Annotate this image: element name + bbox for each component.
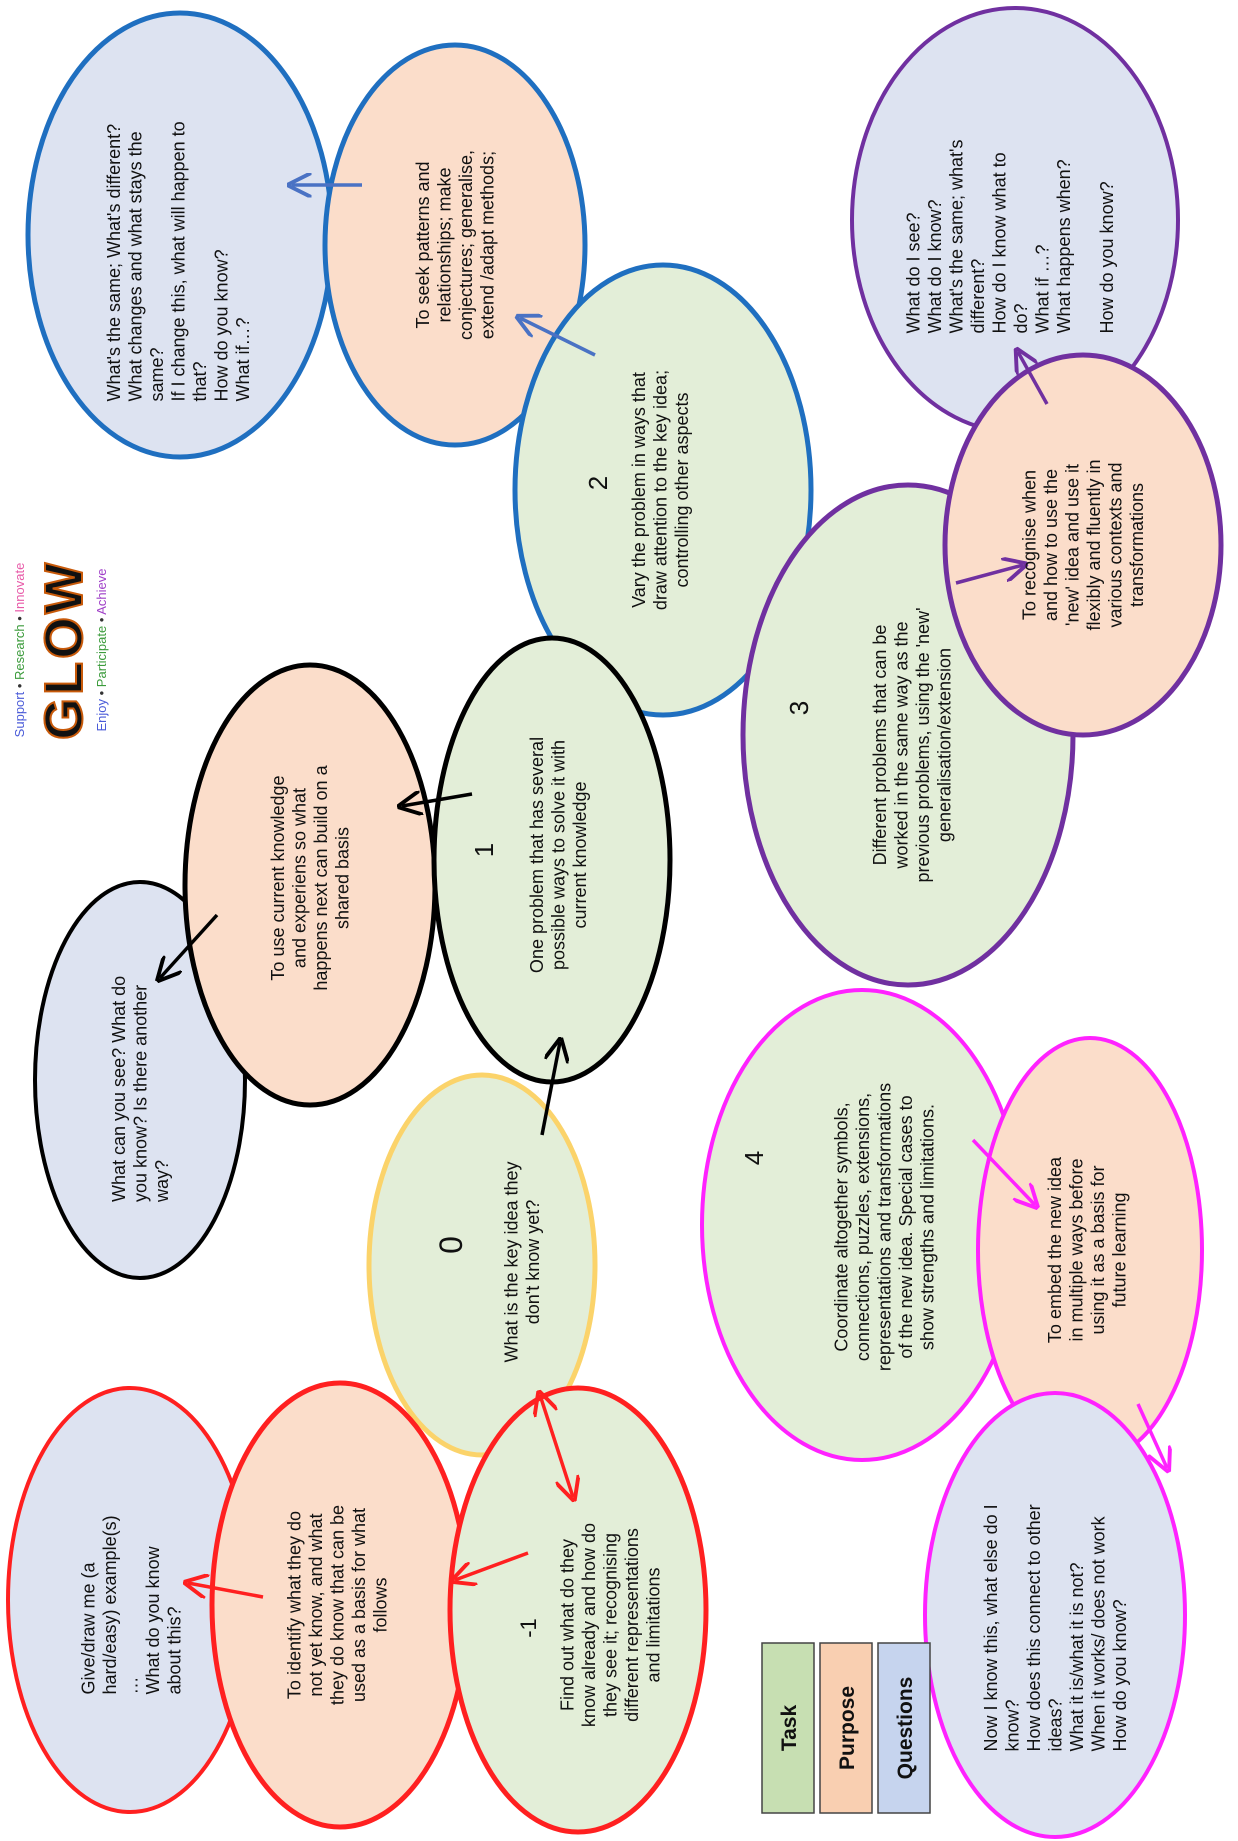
logo-wordmark: GLOW [34, 560, 94, 740]
arrow-stage4-task-to-purpose [971, 1138, 1035, 1205]
stage-four-purpose-label: To embed the new ideain multiple ways be… [1045, 1156, 1130, 1343]
stage-two-task-label: Vary the problem in ways thatdraw attent… [629, 370, 692, 610]
stage-minus1-questions-text: Give/draw me (ahard/easy) example(s)…Wha… [78, 1515, 184, 1694]
glow-logo: Support • Research • Innovate GLOW Enjoy… [12, 559, 109, 741]
stage-three-questions-label: What do I see?What do I know?What's the … [904, 140, 1118, 334]
stage-four-questions-text: Now I know this, what else do Iknow?How … [981, 1504, 1130, 1751]
arrow-stage3-task-to-purpose [955, 565, 1023, 585]
stage-four-task-label: Coordinate altogether symbols,connection… [831, 1083, 937, 1371]
legend-purpose-label: Purpose [836, 1686, 859, 1770]
stage2-purpose-ellipse [322, 42, 588, 448]
stage-minus1-purpose-label: To identify what they donot yet know, an… [284, 1505, 390, 1705]
stage-two-questions-text: What's the same; What's different?What c… [104, 121, 253, 401]
stage-one-questions-label: What can you see? What doyou know? Is th… [109, 976, 172, 1203]
stage-three-task-text: Different problems that can beworked in … [870, 607, 955, 882]
arrow-stage0-stage-minus1-bidirectional [540, 1395, 573, 1497]
stage-three-purpose-text: To recognise whenand how to use the'new'… [1020, 459, 1148, 630]
stage-zero-task-text: What is the key idea theydon't know yet? [502, 1161, 544, 1362]
stage0-task-ellipse [366, 1072, 598, 1458]
logo-tagline-top: Support • Research • Innovate [12, 563, 27, 738]
stage-four-purpose-text: To embed the new ideain multiple ways be… [1045, 1156, 1130, 1343]
stage1-questions-ellipse [33, 880, 247, 1280]
stage-one-task-text: One problem that has severalpossible way… [527, 737, 590, 973]
stage-three-number: 3 [784, 701, 814, 715]
legend-questions-label: Questions [894, 1677, 917, 1780]
legend-task-label: Task [778, 1705, 801, 1752]
arrow-stage2-task-to-purpose [520, 318, 596, 357]
arrow-stage0-to-stage1 [540, 1042, 560, 1136]
stage4-questions-ellipse [923, 1391, 1187, 1839]
arrow-stage3-purpose-to-questions [1018, 352, 1049, 405]
stage-zero-task-label: What is the key idea theydon't know yet? [502, 1161, 544, 1362]
legend: Task Purpose Questions [761, 1642, 931, 1814]
legend-task-swatch [761, 1642, 815, 1814]
stage-minus1-task-label: Find out what do theyknow already and ho… [557, 1523, 663, 1727]
stage-two-number: 2 [583, 476, 613, 490]
stage-four-questions-label: Now I know this, what else do Iknow?How … [981, 1504, 1130, 1751]
stage-one-number: 1 [469, 843, 499, 857]
stage2-task-ellipse [512, 262, 814, 718]
stage-four-task-text: Coordinate altogether symbols,connection… [831, 1083, 937, 1371]
arrow-stage1-task-to-purpose [402, 794, 473, 806]
arrow-stage1-purpose-to-questions [160, 913, 219, 978]
arrow-stage-minus1-purpose-to-questions [188, 1583, 264, 1599]
legend-purpose-swatch [819, 1642, 873, 1814]
stage-three-task-label: Different problems that can beworked in … [870, 607, 955, 882]
stage-minus1-purpose-text: To identify what they donot yet know, an… [284, 1505, 390, 1705]
stage-two-purpose-text: To seek patterns andrelationships; makec… [413, 150, 498, 340]
arrow-stage4-purpose-to-questions [1136, 1403, 1167, 1468]
stage-one-purpose-text: To use current knowledgeand experiens so… [268, 764, 353, 990]
stage-one-task-label: One problem that has severalpossible way… [527, 737, 590, 973]
arrow-stage-minus1-task-to-purpose [455, 1551, 529, 1580]
stage-one-purpose-label: To use current knowledgeand experiens so… [268, 764, 353, 990]
stage-two-purpose-label: To seek patterns andrelationships; makec… [413, 150, 498, 340]
stage-zero-number: 0 [433, 1236, 469, 1254]
stage-one-questions-text: What can you see? What doyou know? Is th… [109, 976, 172, 1203]
stage3-purpose-ellipse [942, 352, 1224, 738]
stage-minus1-questions-label: Give/draw me (ahard/easy) example(s)…Wha… [78, 1515, 184, 1694]
stage-two-task-text: Vary the problem in ways thatdraw attent… [629, 370, 692, 610]
stage-three-purpose-label: To recognise whenand how to use the'new'… [1020, 459, 1148, 630]
stage-minus1-number: -1 [516, 1618, 541, 1638]
stage-minus1-task-text: Find out what do theyknow already and ho… [557, 1523, 663, 1727]
stage1-purpose-ellipse [182, 662, 438, 1108]
logo-tagline-bottom: Enjoy • Participate • Achieve [94, 568, 109, 731]
stage-two-questions-label: What's the same; What's different?What c… [104, 121, 253, 401]
stage-four-number: 4 [739, 1151, 769, 1165]
stage-three-questions-text: What do I see?What do I know?What's the … [904, 140, 1118, 334]
legend-questions-swatch [877, 1642, 931, 1814]
